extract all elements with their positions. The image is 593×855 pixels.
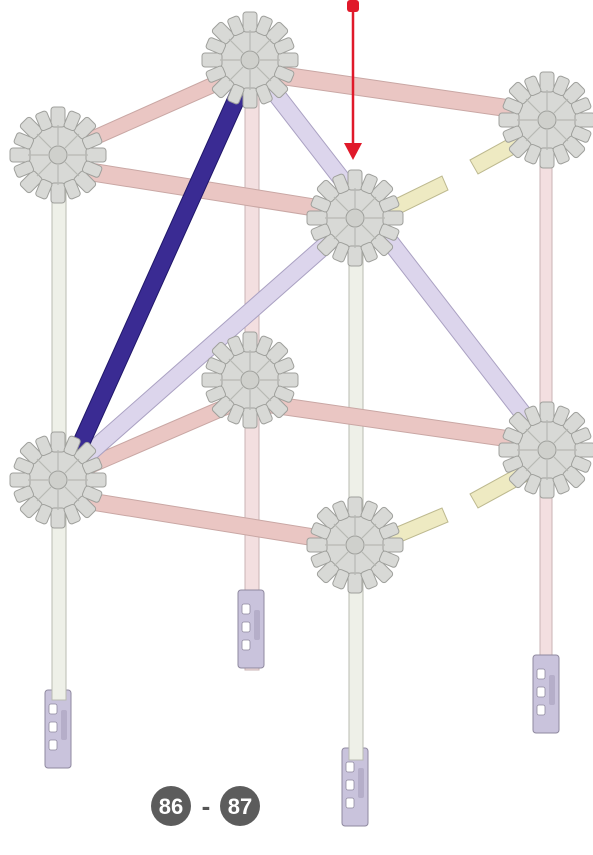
connector-hub bbox=[9, 431, 107, 529]
foot-clip bbox=[44, 689, 72, 769]
front-vertical-rods bbox=[51, 149, 364, 761]
connector-hub bbox=[498, 401, 593, 499]
connector-hub bbox=[306, 496, 404, 594]
insert-arrow bbox=[344, 0, 362, 160]
connector-hub bbox=[201, 331, 299, 429]
rod-lavender bbox=[63, 211, 361, 479]
connector-hub bbox=[9, 106, 107, 204]
step-badge-start bbox=[151, 786, 191, 826]
foot-clip bbox=[237, 589, 265, 669]
step-end-number: 87 bbox=[228, 794, 252, 819]
connector-hub bbox=[201, 11, 299, 109]
step-separator: - bbox=[202, 791, 211, 821]
step-label: 86 - 87 bbox=[151, 786, 260, 826]
pink-rods bbox=[59, 59, 546, 553]
foot-clip bbox=[532, 654, 560, 734]
connector-hub bbox=[498, 71, 593, 169]
rod-white bbox=[348, 214, 364, 761]
step-badge-end bbox=[220, 786, 260, 826]
foot-clips bbox=[44, 589, 560, 827]
connector-hub bbox=[306, 169, 404, 267]
rod-white bbox=[51, 149, 67, 701]
step-start-number: 86 bbox=[159, 794, 183, 819]
